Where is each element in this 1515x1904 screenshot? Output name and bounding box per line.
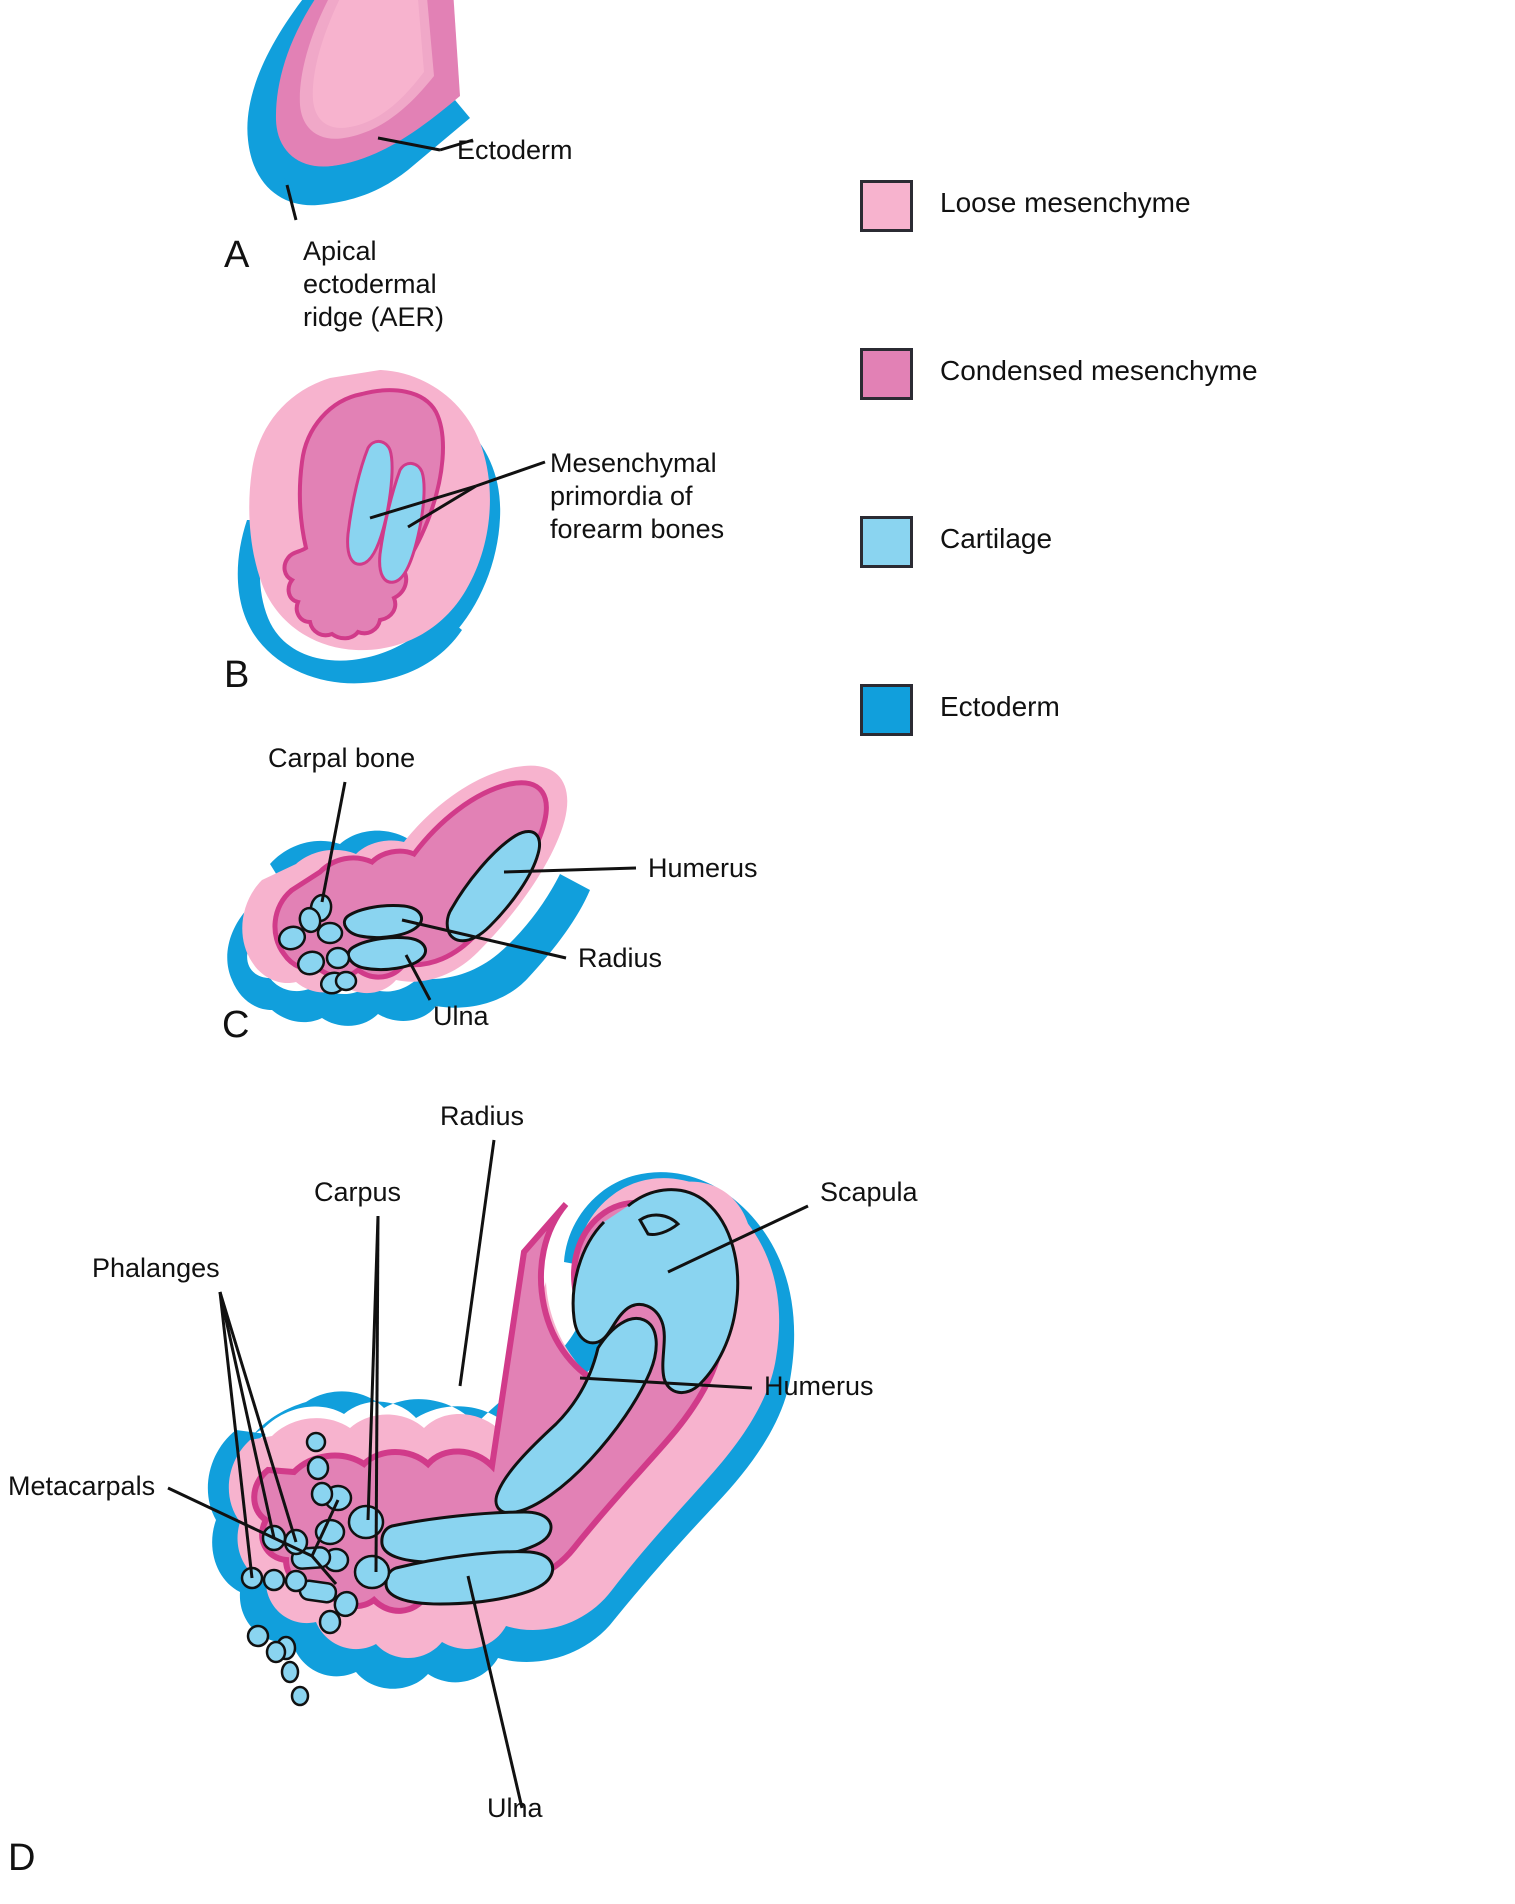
label-ectoderm-a: Ectoderm — [457, 135, 573, 165]
leader-line-primordia-b3 — [407, 484, 477, 529]
panel-b-ectoderm — [237, 520, 462, 684]
label-humerus-c: Humerus — [648, 853, 758, 883]
label-phalanges-d: Phalanges — [92, 1253, 220, 1283]
panel-c-shapes — [227, 765, 637, 1026]
legend-swatch-loose-mesenchyme — [860, 180, 913, 232]
panel-letter-c: C — [222, 1004, 250, 1046]
panel-letter-d: D — [8, 1837, 36, 1879]
panel-letter-b: B — [224, 654, 250, 696]
legend-swatch-ectoderm — [860, 684, 913, 736]
panel-c-carpal-bones — [277, 893, 358, 995]
panel-d-ectoderm — [207, 1172, 795, 1689]
label-scapula-d: Scapula — [820, 1177, 918, 1207]
panel-a-loose-mesenchyme-inner — [312, 0, 424, 128]
legend-label-cartilage: Cartilage — [940, 523, 1053, 554]
label-humerus-d: Humerus — [764, 1371, 874, 1401]
label-radius-d: Radius — [440, 1101, 525, 1131]
panel-a-shapes — [247, 0, 474, 221]
leader-line-primordia-b1 — [475, 460, 546, 488]
leader-line-carpus-d2 — [374, 1215, 380, 1573]
leader-line-ulna-d — [466, 1575, 524, 1809]
panel-d-metacarpal-bones — [290, 1431, 359, 1635]
leader-line-aer-a — [285, 184, 298, 221]
legend-label-ectoderm: Ectoderm — [940, 691, 1060, 722]
label-carpus-d: Carpus — [314, 1177, 402, 1207]
panel-d-cartilage-humerus — [494, 1317, 658, 1515]
leader-line-phalanges-d1 — [218, 1291, 276, 1539]
leader-line-ectoderm-a2 — [377, 136, 441, 152]
leader-line-humerus-c — [503, 866, 637, 874]
panel-d-cartilage-radius — [380, 1510, 553, 1564]
panel-b-shapes — [237, 370, 546, 684]
label-carpal-bone-c: Carpal bone — [268, 743, 416, 773]
legend-label-loose-mesenchyme: Loose mesenchyme — [940, 187, 1191, 218]
panel-b-cartilage-bar-left — [346, 440, 394, 566]
legend-label-condensed-mesenchyme: Condensed mesenchyme — [940, 355, 1258, 386]
leader-line-primordia-b2 — [369, 484, 477, 520]
panel-d-shapes — [167, 1139, 809, 1809]
leader-line-scapula-d — [667, 1204, 809, 1274]
panel-a-aer-notch — [278, 178, 306, 204]
label-metacarpals-d: Metacarpals — [8, 1471, 156, 1501]
panel-c-cartilage-ulna — [347, 936, 427, 972]
panel-c-cartilage-radius — [343, 904, 423, 940]
leader-line-carpal-bone-c — [320, 781, 347, 903]
leader-line-metacarpals-d2 — [310, 1499, 340, 1557]
leader-line-phalanges-d2 — [218, 1291, 298, 1543]
panel-d-phalanges-bones — [240, 1524, 310, 1707]
panel-d-cartilage-scapula — [571, 1188, 740, 1394]
label-ulna-d: Ulna — [487, 1793, 543, 1823]
leader-line-humerus-d — [579, 1376, 753, 1390]
legend-swatch-cartilage — [860, 516, 913, 568]
label-ulna-c: Ulna — [433, 1001, 489, 1031]
leader-line-phalanges-d3 — [218, 1291, 254, 1579]
label-radius-c: Radius — [578, 943, 663, 973]
leader-line-radius-d — [458, 1139, 496, 1387]
leader-line-metacarpals-d1 — [167, 1486, 313, 1558]
leader-line-radius-c — [401, 918, 567, 960]
leader-line-ectoderm-a — [439, 138, 474, 152]
label-aer-a: Apical ectodermal ridge (AER) — [303, 236, 445, 332]
leader-line-metacarpals-d3 — [310, 1555, 338, 1585]
leader-line-ulna-c — [404, 954, 432, 1001]
legend-swatch-condensed-mesenchyme — [860, 348, 913, 400]
panel-letter-a: A — [224, 234, 250, 276]
panel-b-cartilage-bar-right — [378, 462, 426, 584]
label-mesenchymal-primordia-b: Mesenchymal primordia of forearm bones — [550, 448, 725, 544]
